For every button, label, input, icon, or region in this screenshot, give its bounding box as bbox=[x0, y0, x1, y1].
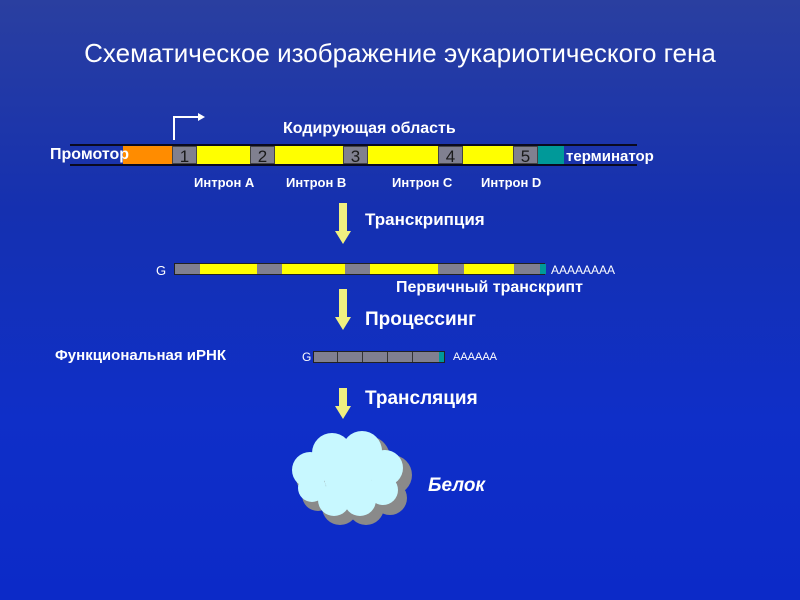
primary-transcript-bar bbox=[174, 263, 546, 275]
intron-c-segment bbox=[368, 146, 438, 164]
primary-intron-d bbox=[464, 264, 514, 274]
primary-intron-b bbox=[282, 264, 345, 274]
page-title: Схематическое изображение эукариотическо… bbox=[84, 38, 716, 68]
transcription-arrow-icon bbox=[335, 203, 351, 244]
terminator-label: терминатор bbox=[566, 148, 654, 165]
intron-d-label: Интрон D bbox=[481, 175, 542, 190]
processing-label: Процессинг bbox=[365, 309, 477, 330]
mrna-exon-4 bbox=[388, 352, 413, 362]
exon-3-label: 3 bbox=[350, 147, 361, 166]
mrna-label: Функциональная иРНК bbox=[55, 347, 227, 364]
intron-c-label: Интрон C bbox=[392, 175, 453, 190]
mrna-bar bbox=[313, 351, 445, 363]
exon-1: 1 bbox=[172, 146, 197, 166]
mrna-exon-1 bbox=[314, 352, 338, 362]
mrna-cap-label: G bbox=[302, 350, 312, 364]
intron-a-segment bbox=[197, 146, 250, 164]
primary-exon-5 bbox=[514, 264, 540, 274]
protein-label: Белок bbox=[428, 475, 486, 496]
primary-exon-4 bbox=[438, 264, 464, 274]
dna-strand-line-bottom bbox=[70, 164, 637, 166]
primary-exon-2 bbox=[257, 264, 282, 274]
primary-polya-label: AAAAAAAA bbox=[551, 263, 616, 277]
transcription-label: Транскрипция bbox=[365, 210, 485, 229]
dna-strand-line bbox=[70, 144, 637, 146]
primary-exon-1 bbox=[175, 264, 200, 274]
primary-transcript-label: Первичный транскрипт bbox=[396, 279, 583, 296]
processing-arrow-icon bbox=[335, 289, 351, 330]
gene-bar: 1 2 3 4 5 bbox=[123, 146, 564, 166]
translation-label: Трансляция bbox=[365, 388, 478, 409]
mrna-terminator bbox=[439, 352, 444, 362]
mrna-exon-2 bbox=[338, 352, 363, 362]
exon-1-label: 1 bbox=[179, 147, 190, 166]
exon-5: 5 bbox=[513, 146, 538, 166]
primary-terminator bbox=[540, 264, 546, 274]
translation-arrow-icon bbox=[335, 388, 351, 419]
primary-cap-label: G bbox=[156, 263, 167, 278]
promoter-segment bbox=[123, 146, 172, 164]
exon-4: 4 bbox=[438, 146, 463, 166]
exon-3: 3 bbox=[343, 146, 368, 166]
coding-region-label: Кодирующая область bbox=[283, 120, 456, 137]
mrna-exon-3 bbox=[363, 352, 388, 362]
primary-intron-c bbox=[370, 264, 438, 274]
promoter-label: Промотор bbox=[50, 146, 130, 163]
mrna-exon-5 bbox=[413, 352, 439, 362]
primary-intron-a bbox=[200, 264, 257, 274]
exon-2-label: 2 bbox=[257, 147, 268, 166]
exon-5-label: 5 bbox=[520, 147, 531, 166]
terminator-segment bbox=[538, 146, 564, 164]
mrna-polya-label: AAAAAA bbox=[453, 351, 498, 363]
primary-exon-3 bbox=[345, 264, 370, 274]
intron-a-label: Интрон A bbox=[194, 175, 255, 190]
intron-b-segment bbox=[275, 146, 343, 164]
intron-b-label: Интрон B bbox=[286, 175, 347, 190]
exon-2: 2 bbox=[250, 146, 275, 166]
intron-d-segment bbox=[463, 146, 513, 164]
exon-4-label: 4 bbox=[445, 147, 456, 166]
